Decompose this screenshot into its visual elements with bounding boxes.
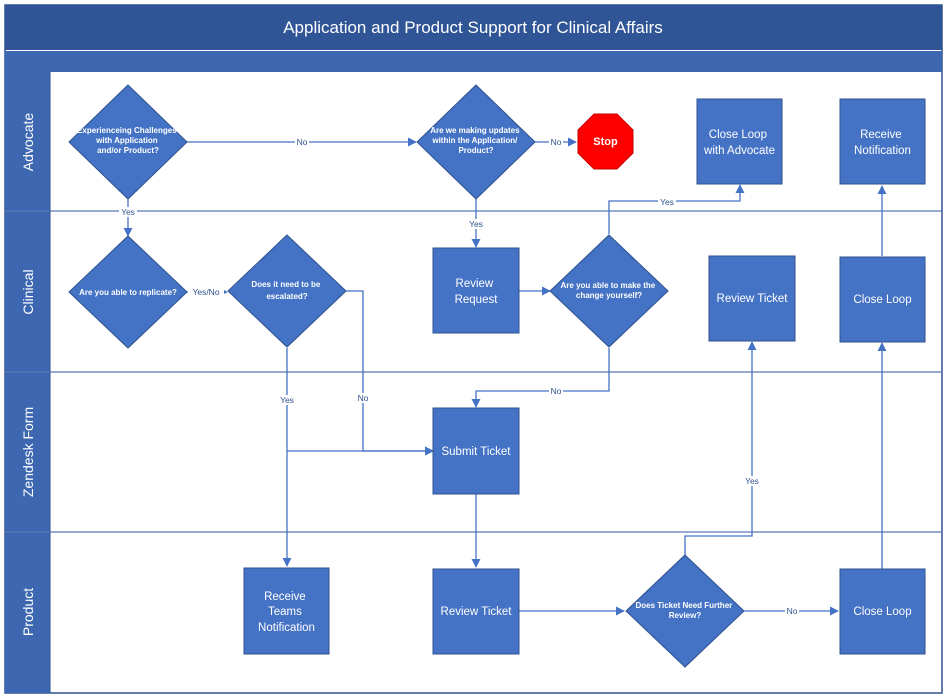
svg-text:Close Loop: Close Loop [853,606,911,618]
svg-text:Close Loop: Close Loop [853,294,911,306]
process-receive-teams-notification: Receive Teams Notification [243,567,330,655]
lane-label-advocate: Advocate [20,113,36,172]
svg-text:Experienceing Challenges: Experienceing Challenges with Applicatio… [77,126,179,155]
node-text-line: Receive [860,129,902,141]
edge-labels: No No Yes Yes Yes Yes/No Yes No No Yes N… [119,137,799,616]
header-sub-bar [5,51,942,72]
connectors [123,137,887,616]
edge-label: Yes [280,395,294,405]
edge-label: No [787,606,798,616]
svg-text:Review Request: Review Request [455,278,499,306]
decision-need-escalated: Does it need to be escalated? [227,234,347,348]
node-text-line: and/or Product? [97,146,159,155]
svg-text:Are we making updates wi: Are we making updates within the Applica… [430,126,522,155]
process-close-loop-clinical: Close Loop [839,256,926,343]
node-text-line: Teams [268,606,302,618]
svg-text:Submit Ticket: Submit Ticket [441,446,511,458]
node-text-line: Review Ticket [441,606,513,618]
svg-text:Receive Teams Noti: Receive Teams Notification [258,591,315,634]
diagram-title: Application and Product Support for Clin… [283,18,663,37]
lane-label-column [5,72,50,693]
node-text-line: Review [456,278,494,290]
node-text-line: change yourself? [576,291,642,300]
decision-making-updates: Are we making updates within the Applica… [416,84,536,200]
lane-label-product: Product [20,588,36,636]
decision-experiencing-challenges: Experienceing Challenges with Applicatio… [68,84,188,200]
process-receive-notification-advocate: Receive Notification [839,98,926,185]
edge-label: No [551,137,562,147]
decision-able-make-change: Are you able to make the change yourself… [549,234,669,348]
node-text-line: escalated? [266,292,307,301]
connector [471,348,610,408]
node-text-line: Submit Ticket [441,446,511,458]
lane-label-zendesk-form: Zendesk Form [20,407,36,497]
edge-label: Yes [121,207,135,217]
stop-sign-icon: Stop [577,113,634,170]
decision-able-to-replicate: Are you able to replicate? [68,235,188,349]
node-text-line: Review? [669,611,702,620]
decision-ticket-further-review: Does Ticket Need Further Review? [625,554,745,668]
process-submit-ticket: Submit Ticket [432,407,520,495]
node-text-line: Request [455,294,499,306]
edge-label: Yes [745,476,759,486]
node-text-line: Experienceing Challenges [77,126,177,135]
node-text-line: Are you able to replicate? [79,288,177,297]
node-text-line: Product? [458,146,493,155]
node-text-line: Does Ticket Need Further [635,601,732,610]
node-text-line: Are you able to make the [561,281,656,290]
svg-text:Does it need to be escal: Does it need to be escalated? [251,280,322,301]
connector [346,290,434,456]
edge-label: No [358,393,369,403]
node-text-line: Close Loop [709,129,767,141]
svg-text:Review Ticket: Review Ticket [441,606,513,618]
svg-text:Are you able to replicate?: Are you able to replicate? [79,288,177,297]
lane-label-clinical: Clinical [20,269,36,314]
edge-label: Yes/No [192,287,219,297]
edge-label: No [551,386,562,396]
node-text-line: Close Loop [853,294,911,306]
svg-text:Receive Notification: Receive Notification [854,129,911,157]
svg-text:Review Ticket: Review Ticket [717,293,789,305]
node-text-line: with Advocate [703,145,775,157]
process-review-ticket-product: Review Ticket [432,568,520,655]
process-review-request: Review Request [432,247,520,334]
node-text-line: Notification [854,145,911,157]
edge-label: Yes [469,219,483,229]
node-text-line: Does it need to be [251,280,320,289]
node-text-line: Are we making updates [430,126,520,135]
svg-text:Are you able to make the: Are you able to make the change yourself… [561,281,658,300]
connector [684,341,757,555]
title-bar [5,5,942,50]
svg-text:Does Ticket Need Further: Does Ticket Need Further Review? [635,601,734,620]
stop-label: Stop [593,136,618,148]
node-text-line: within the Application/ [431,136,518,145]
edge-label: No [297,137,308,147]
process-close-loop-product: Close Loop [839,568,926,655]
node-text-line: with Application [95,136,158,145]
edge-label: Yes [660,197,674,207]
node-text-line: Receive [264,591,306,603]
process-review-ticket-clinical: Review Ticket [708,255,796,342]
process-close-loop-with-advocate: Close Loop with Advocate [696,98,783,185]
node-text-line: Review Ticket [717,293,789,305]
node-text-line: Notification [258,622,315,634]
node-text-line: Close Loop [853,606,911,618]
svg-text:Close Loop with Advocate: Close Loop with Advocate [703,129,775,157]
